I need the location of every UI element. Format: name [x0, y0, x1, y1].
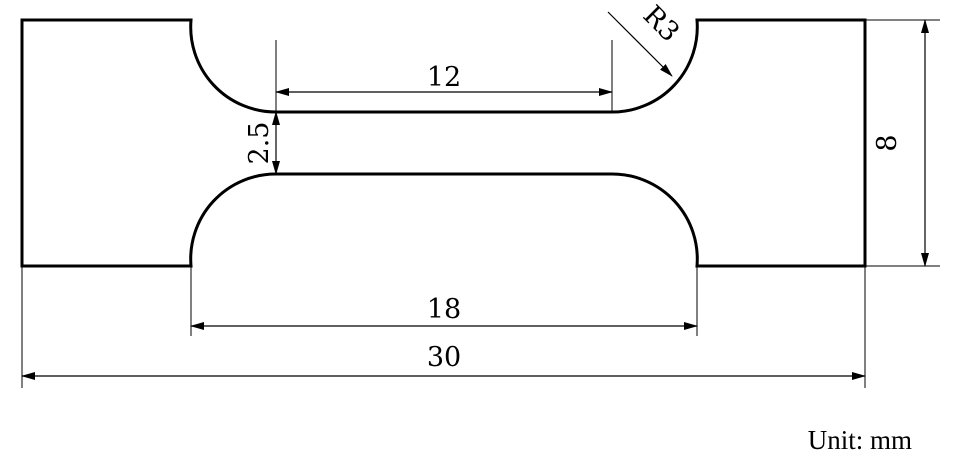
total-length-label: 30 — [427, 342, 461, 373]
shoulder-distance-label: 18 — [427, 294, 461, 325]
gauge-width-label: 2.5 — [244, 122, 275, 165]
total-width-label: 8 — [872, 134, 903, 151]
extension-lines — [21, 19, 940, 388]
gauge-length-label: 12 — [427, 62, 461, 93]
specimen-outline — [20, 18, 867, 268]
fillet-radius-leader — [607, 11, 673, 77]
unit-note: Unit: mm — [808, 425, 912, 455]
fillet-radius-label: R3 — [637, 0, 685, 48]
